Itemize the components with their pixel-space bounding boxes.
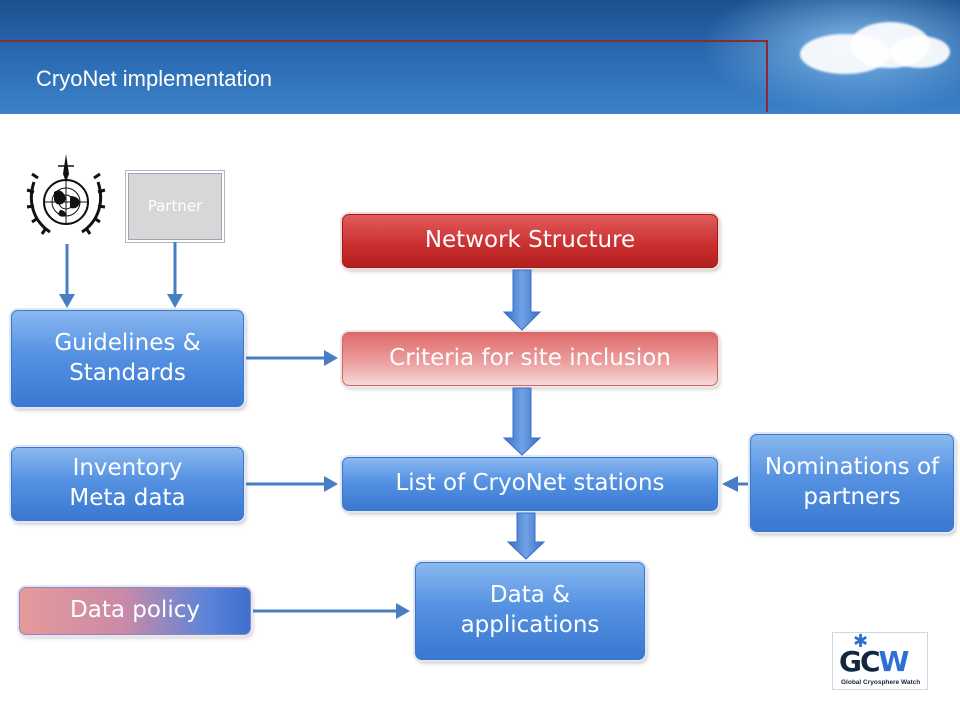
data-policy-box: Data policy <box>19 587 251 635</box>
block-arrow-criteria-stations <box>502 387 542 456</box>
wmo-emblem-icon <box>26 154 106 235</box>
header-frame <box>0 40 768 112</box>
arrow-inventory-stations-head <box>324 476 338 492</box>
gcw-logo-subtitle: Global Cryosphere Watch <box>841 679 921 686</box>
arrow-guidelines-criteria-head <box>324 350 338 366</box>
guidelines-standards-box: Guidelines & Standards <box>11 310 244 407</box>
arrow-nominations-stations-head <box>722 476 738 492</box>
nominations-partners-box: Nominations of partners <box>750 434 954 532</box>
cryonet-stations-box: List of CryoNet stations <box>342 457 718 511</box>
gcw-logo-mark: GCW <box>839 645 909 678</box>
block-arrow-structure-criteria <box>502 269 542 331</box>
cloud-shape <box>890 36 950 68</box>
arrow-partner-guidelines-head <box>167 294 183 308</box>
snowflake-icon: ✱ <box>853 631 869 652</box>
page-title: CryoNet implementation <box>36 66 272 91</box>
gcw-logo: ✱ GCW Global Cryosphere Watch <box>832 631 928 690</box>
arrow-policy-data-head <box>396 603 410 619</box>
inventory-metadata-box: Inventory Meta data <box>11 447 244 521</box>
block-arrow-stations-data <box>506 512 546 560</box>
header-banner: CryoNet implementation <box>0 0 960 114</box>
data-applications-box: Data & applications <box>415 562 645 660</box>
arrow-wmo-guidelines-head <box>59 294 75 308</box>
criteria-site-inclusion-box: Criteria for site inclusion <box>342 332 718 386</box>
network-structure-box: Network Structure <box>342 214 718 268</box>
partner-box: Partner <box>128 173 222 240</box>
